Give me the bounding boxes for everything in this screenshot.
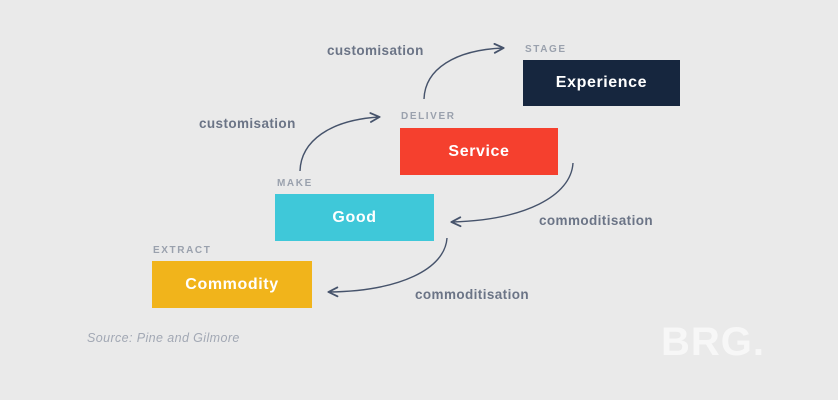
customisation-label-lower: customisation bbox=[199, 116, 296, 131]
deliver-label: DELIVER bbox=[401, 111, 456, 122]
commoditisation-arrow-lower bbox=[329, 237, 448, 292]
commoditisation-label-upper: commoditisation bbox=[539, 213, 654, 228]
customisation-arrow-upper bbox=[423, 48, 503, 100]
brg-logo: BRG. bbox=[661, 320, 765, 364]
commodity-box: Commodity bbox=[152, 261, 312, 308]
good-box: Good bbox=[275, 194, 434, 241]
extract-label: EXTRACT bbox=[153, 245, 212, 256]
customisation-arrow-lower bbox=[299, 117, 379, 172]
experience-box: Experience bbox=[523, 60, 680, 106]
source-text: Source: Pine and Gilmore bbox=[87, 331, 240, 345]
service-box: Service bbox=[400, 128, 558, 175]
commoditisation-label-lower: commoditisation bbox=[415, 287, 530, 302]
customisation-label-upper: customisation bbox=[327, 43, 424, 58]
stage-label: STAGE bbox=[525, 44, 567, 55]
make-label: MAKE bbox=[277, 178, 313, 189]
